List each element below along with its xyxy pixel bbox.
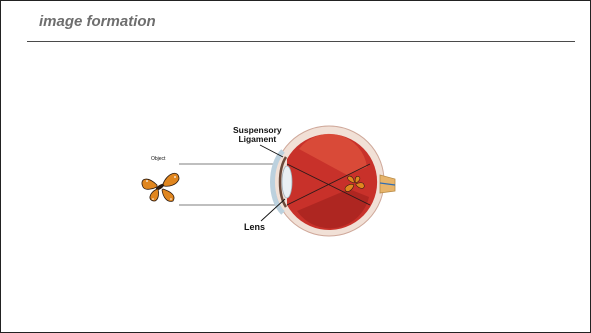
suspensory-label-line2: Ligament [233, 135, 282, 144]
suspensory-leader-line [260, 145, 283, 157]
object-label: Object [151, 157, 165, 162]
eye-image-formation-figure: Object Suspensory Ligament Lens [137, 119, 397, 243]
title-divider [27, 41, 575, 42]
eyeball-icon [273, 126, 396, 236]
lens-shape [282, 166, 292, 198]
lens-label: Lens [244, 223, 265, 232]
slide-title: image formation [39, 13, 156, 30]
butterfly-object-icon [142, 173, 179, 201]
suspensory-ligament-label: Suspensory Ligament [233, 126, 282, 144]
